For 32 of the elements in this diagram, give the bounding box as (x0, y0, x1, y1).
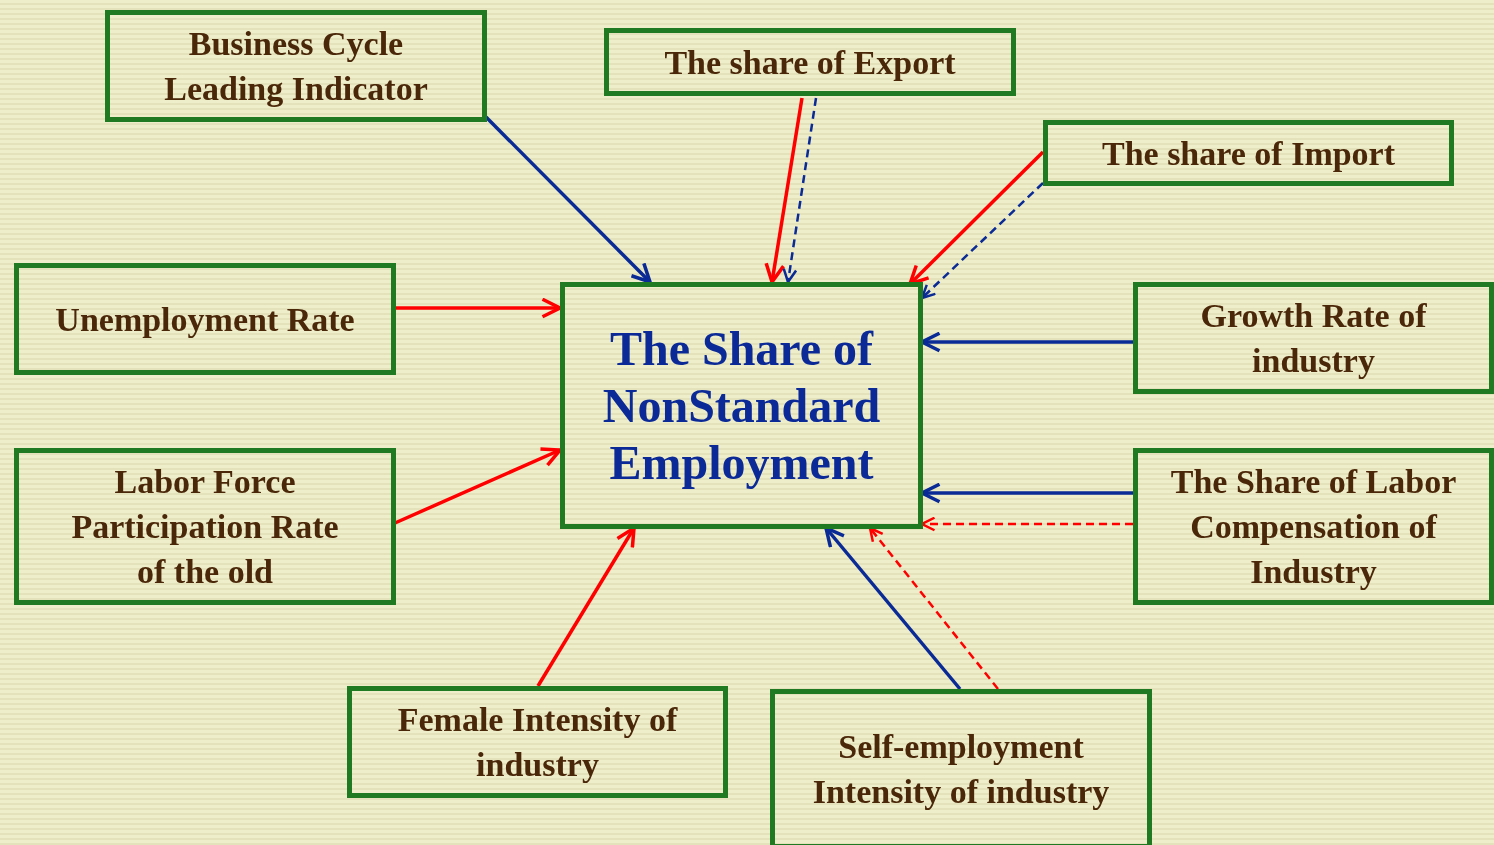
factor-label: Self-employment Intensity of industry (811, 727, 1111, 812)
factor-box (14, 263, 396, 375)
factor-label: The share of Import (1101, 133, 1396, 174)
factor-box (105, 10, 487, 122)
factor-label: Labor Force Participation Rate of the old (70, 462, 340, 592)
arrow (824, 526, 962, 691)
factor-box (1043, 120, 1454, 186)
factor-label: The share of Export (664, 42, 956, 83)
factor-label: Unemployment Rate (55, 299, 355, 340)
factor-label: Female Intensity of industry (396, 700, 679, 785)
factor-label: Business Cycle Leading Indicator (163, 24, 429, 109)
factor-box (604, 28, 1016, 96)
arrow (394, 447, 562, 525)
central-box (560, 282, 923, 529)
arrow (395, 297, 562, 319)
arrow (920, 331, 1133, 353)
arrow (484, 115, 652, 284)
factor-box (770, 689, 1152, 845)
factor-box (1133, 282, 1494, 394)
factor-box (347, 686, 728, 798)
arrow (920, 516, 1133, 532)
factor-box (1133, 448, 1494, 605)
arrow (920, 482, 1133, 504)
factor-label: Growth Rate of industry (1199, 296, 1428, 381)
factor-box (14, 448, 396, 605)
arrow (868, 526, 999, 690)
arrow (920, 182, 1044, 300)
arrow (764, 97, 804, 284)
central-label: The Share of NonStandard Employment (601, 321, 882, 491)
arrow (536, 526, 636, 687)
arrow (782, 97, 818, 284)
factor-label: The Share of Labor Compensation of Industry (1169, 462, 1458, 592)
